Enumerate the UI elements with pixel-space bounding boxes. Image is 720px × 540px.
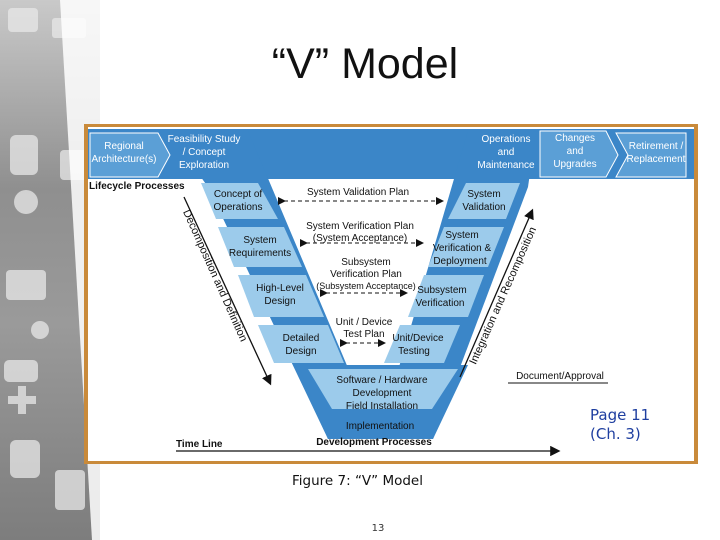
svg-text:Exploration: Exploration — [179, 160, 229, 171]
regional-label: Regional — [104, 141, 143, 152]
svg-text:Verification &: Verification & — [433, 243, 492, 254]
svg-text:/ Concept: / Concept — [183, 147, 226, 158]
box-detailed — [258, 325, 344, 363]
svg-text:Requirements: Requirements — [229, 248, 291, 259]
svg-text:Development: Development — [353, 388, 412, 399]
subsystem-plan-label: Subsystem — [341, 257, 390, 268]
box-hld — [238, 275, 324, 317]
regional-arrow — [89, 132, 171, 178]
kiosk-icon — [55, 470, 85, 510]
truck-icon — [6, 270, 46, 300]
feasibility-label: Feasibility Study — [168, 134, 241, 145]
development-processes-label: Development Processes — [316, 437, 432, 448]
retirement-label: Retirement / — [629, 141, 684, 152]
sysreq-label: System — [243, 235, 276, 246]
retirement-arrow — [615, 132, 687, 178]
box-concept — [201, 183, 278, 219]
sysver-label: System — [445, 230, 478, 241]
svg-text:Design: Design — [264, 296, 295, 307]
implementation-label: Implementation — [346, 421, 414, 432]
svg-text:Upgrades: Upgrades — [553, 159, 596, 170]
detailed-label: Detailed — [283, 333, 320, 344]
slide-title: “V” Model — [271, 40, 459, 88]
svg-text:Verification: Verification — [416, 298, 465, 309]
unit-plan-label: Unit / Device — [336, 317, 393, 328]
bus-icon — [8, 8, 38, 32]
verification-plan-label: System Verification Plan — [306, 221, 414, 232]
changes-arrow — [539, 130, 619, 178]
plus-icon — [8, 386, 36, 414]
box-sysreq — [218, 227, 302, 267]
svg-text:Operations: Operations — [214, 202, 263, 213]
svg-text:Validation: Validation — [462, 202, 505, 213]
decomposition-arrow — [183, 196, 272, 386]
car-icon — [4, 360, 38, 382]
page-reference: Page 11 (Ch. 3) — [590, 406, 651, 443]
box-unit — [384, 325, 460, 363]
bus-front-icon — [10, 135, 38, 175]
svg-text:(Subsystem Acceptance): (Subsystem Acceptance) — [316, 281, 416, 291]
hld-label: High-Level — [256, 283, 304, 294]
validation-plan-label: System Validation Plan — [307, 187, 409, 198]
unit-testing-label: Unit/Device — [392, 333, 444, 344]
document-approval-label: Document/Approval — [516, 371, 604, 382]
changes-label: Changes — [555, 133, 595, 144]
slide-number: 13 — [371, 523, 385, 534]
sysval-label: System — [467, 189, 500, 200]
svg-text:Field Installation: Field Installation — [346, 401, 418, 412]
lifecycle-processes-label: Lifecycle Processes — [89, 181, 185, 192]
svg-text:Deployment: Deployment — [433, 256, 487, 267]
box-software — [308, 369, 458, 409]
v-model-diagram: Regional Architecture(s) Feasibility Stu… — [88, 129, 694, 457]
svg-text:Test Plan: Test Plan — [343, 329, 384, 340]
integration-arrow — [459, 208, 534, 378]
operations-label: Operations — [482, 134, 531, 145]
subver-label: Subsystem — [417, 285, 466, 296]
sign-icon — [31, 321, 49, 339]
svg-text:Maintenance: Maintenance — [477, 160, 535, 171]
svg-text:Replacement: Replacement — [627, 154, 686, 165]
software-label: Software / Hardware — [336, 375, 428, 386]
concept-label: Concept of — [214, 189, 263, 200]
box-subver — [408, 275, 484, 317]
svg-text:Testing: Testing — [398, 346, 430, 357]
time-line-label: Time Line — [176, 439, 223, 450]
figure-caption: Figure 7: “V” Model — [292, 473, 423, 489]
svg-text:Design: Design — [285, 346, 316, 357]
box-sysver — [428, 227, 504, 267]
svg-text:Verification Plan: Verification Plan — [330, 269, 402, 280]
bus-rear-icon — [10, 440, 40, 478]
svg-text:(System Acceptance): (System Acceptance) — [313, 233, 407, 244]
help-icon — [14, 190, 38, 214]
svg-text:and: and — [567, 146, 584, 157]
box-sysval — [448, 183, 520, 219]
svg-text:and: and — [498, 147, 515, 158]
svg-text:Architecture(s): Architecture(s) — [91, 154, 156, 165]
